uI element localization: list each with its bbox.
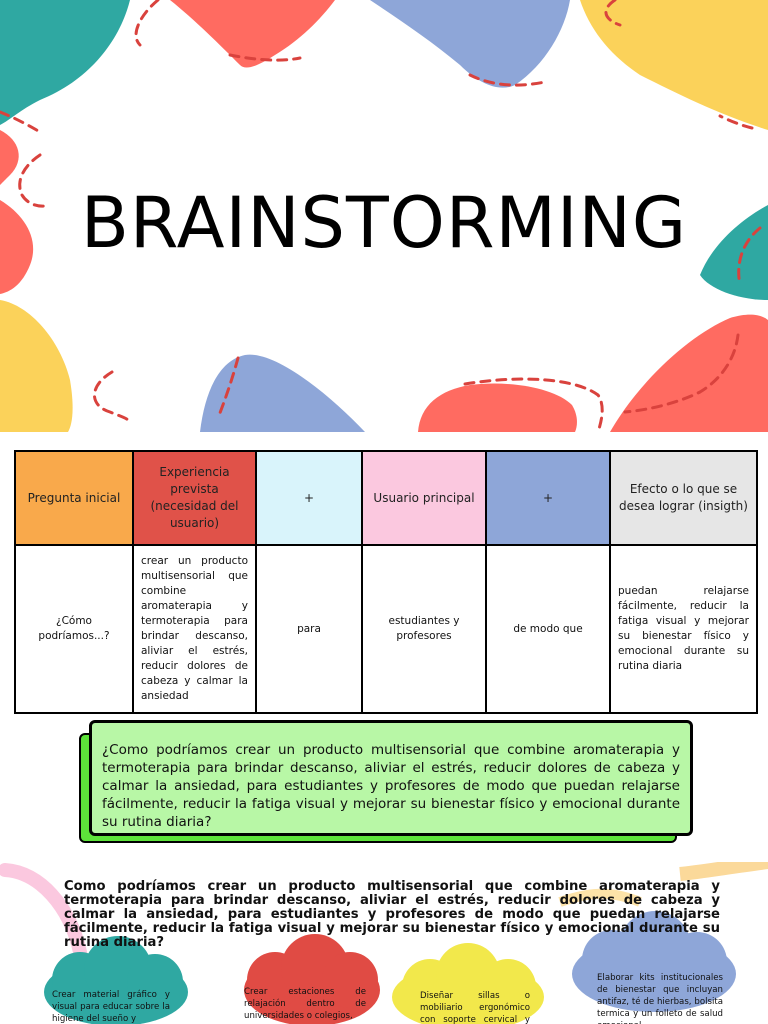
yellow-shape-bottom-left [0,300,73,432]
red-shape-left-2 [0,200,34,294]
cell-experiencia: crear un producto multisensorial que com… [132,544,257,714]
cloud-yellow [392,943,544,1024]
page-title: BRAINSTORMING [80,182,688,264]
idea-red-text: Crear estaciones de relajación dentro de… [244,987,366,1021]
cloud-teal [44,936,188,1024]
cloud-blue [572,911,736,1012]
cell-efecto: puedan relajarse fácilmente, reducir la … [609,544,758,714]
yellow-shape-top-right [580,0,768,130]
blue-shape-top [370,0,570,88]
ideas-decorations [0,862,768,1024]
cloud-red [244,934,380,1024]
cell-usuario: estudiantes y profesores [361,544,487,714]
idea-yellow-text: Diseñar sillas o mobiliario ergonómico c… [420,991,530,1024]
header-plus-1: + [255,450,363,546]
decorative-shapes [0,0,768,432]
header-efecto: Efecto o lo que se desea lograr (insigth… [609,450,758,546]
cell-para: para [255,544,363,714]
teal-shape-right [700,205,768,300]
yellow-ribbon-2 [558,888,642,907]
teal-shape-top-left [0,0,130,125]
ideas-section: Como podríamos crear un producto multise… [0,862,768,1024]
red-shape-top-center [170,0,335,68]
header-usuario-principal: Usuario principal [361,450,487,546]
pov-table: Pregunta inicial Experiencia prevista (n… [14,450,758,714]
cell-de-modo-que: de modo que [485,544,611,714]
blue-shape-bottom-center [200,354,365,432]
table-header-row: Pregunta inicial Experiencia prevista (n… [14,450,758,546]
bottom-question: Como podríamos crear un producto multise… [64,879,720,950]
table-row: ¿Cómo podríamos...? crear un producto mu… [14,544,758,714]
header-plus-2: + [485,450,611,546]
cell-pregunta: ¿Cómo podríamos...? [14,544,134,714]
idea-blue-text: Elaborar kits institucionales de bienest… [597,973,723,1024]
idea-teal-text: Crear material gráfico y visual para edu… [52,990,170,1024]
yellow-ribbon [679,862,768,881]
red-shape-left [0,130,19,185]
header-pregunta-inicial: Pregunta inicial [14,450,134,546]
question-summary-box: ¿Como podríamos crear un producto multis… [89,720,693,836]
header-experiencia-prevista: Experiencia prevista (necesidad del usua… [132,450,257,546]
hero-banner: BRAINSTORMING [0,0,768,432]
red-blob-bottom [418,383,577,432]
red-shape-bottom-right [610,314,768,432]
